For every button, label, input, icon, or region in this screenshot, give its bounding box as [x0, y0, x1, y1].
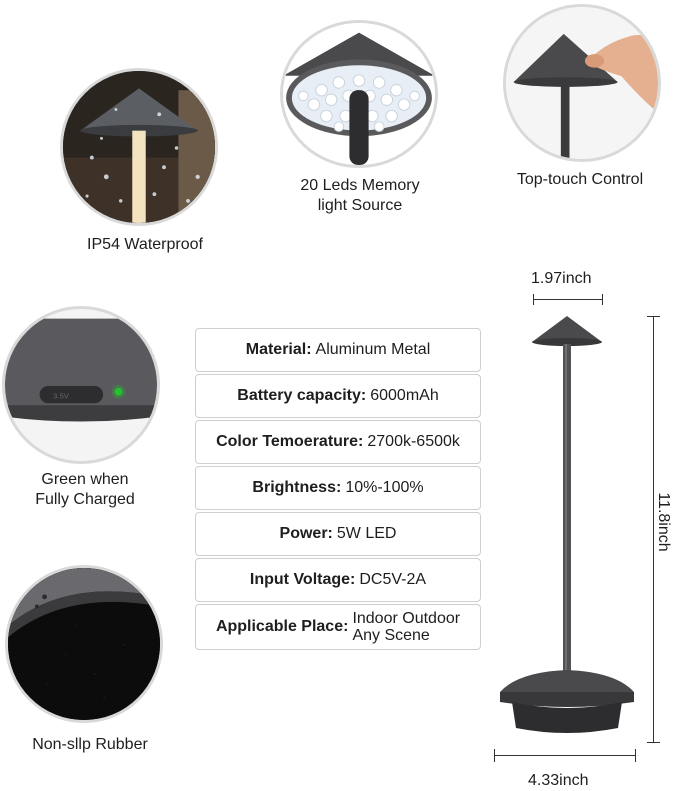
lamp-shade-rim: [532, 338, 602, 346]
height-tick-top: [647, 316, 660, 317]
spec-value: 2700k-6500k: [367, 433, 460, 450]
spec-value: DC5V-2A: [359, 571, 427, 588]
rubber-caption: Non-sllp Rubber: [32, 736, 148, 753]
spec-key: Input Voltage: [249, 571, 351, 588]
base-width-line: [494, 755, 636, 756]
base-width-tick-right: [635, 749, 636, 762]
spec-power: Power: 5W LED: [195, 512, 481, 556]
spec-key: Material: [245, 341, 307, 358]
lamp-product-image: [500, 316, 634, 733]
spec-key: Brightness: [252, 479, 336, 496]
spec-value: 5W LED: [336, 525, 397, 542]
shade-width-label: 1.97inch: [531, 270, 592, 287]
rubber-image: [5, 565, 163, 723]
spec-color-temperature: Color Temoerature: 2700k-6500k: [195, 420, 481, 464]
lamp-base-top: [500, 670, 634, 692]
height-tick-bottom: [647, 742, 660, 743]
base-width-tick-left: [494, 749, 495, 762]
lamp-base-side: [500, 692, 634, 707]
base-width-label: 4.33inch: [528, 772, 589, 789]
height-label: 11.8inch: [655, 492, 672, 552]
spec-key: Color Temoerature: [216, 433, 359, 450]
spec-key: Power: [279, 525, 328, 542]
lamp-shade: [532, 316, 602, 342]
shade-width-line: [533, 299, 603, 300]
spec-input-voltage: Input Voltage: DC5V-2A: [195, 558, 481, 602]
shade-width-tick-left: [533, 294, 534, 305]
spec-applicable-place: Applicable Place: Indoor Outdoor Any Sce…: [195, 604, 481, 650]
spec-value: 6000mAh: [370, 387, 439, 404]
charging-caption: Green when Fully Charged: [35, 471, 135, 508]
spec-value: Indoor Outdoor Any Scene: [352, 610, 461, 644]
leds-caption: 20 Leds Memory light Source: [300, 177, 420, 214]
spec-value: Aluminum Metal: [315, 341, 431, 358]
spec-value: 10%-100%: [345, 479, 424, 496]
charging-image: 3.5V: [2, 306, 160, 464]
svg-text:3.5V: 3.5V: [53, 391, 70, 400]
touch-image: [503, 4, 661, 162]
spec-brightness: Brightness: 10%-100%: [195, 466, 481, 510]
touch-caption: Top-touch Control: [516, 171, 644, 188]
spec-battery: Battery capacity: 6000mAh: [195, 374, 481, 418]
spec-key: Applicable Place: [215, 618, 344, 635]
lamp-base-foot: [512, 702, 622, 733]
leds-image: [280, 20, 438, 168]
height-line: [653, 316, 654, 742]
shade-width-tick-right: [602, 294, 603, 305]
waterproof-caption: IP54 Waterproof: [87, 236, 203, 253]
spec-key: Battery capacity: [237, 387, 361, 404]
spec-material: Material: Aluminum Metal: [195, 328, 481, 372]
waterproof-image: [60, 68, 218, 226]
